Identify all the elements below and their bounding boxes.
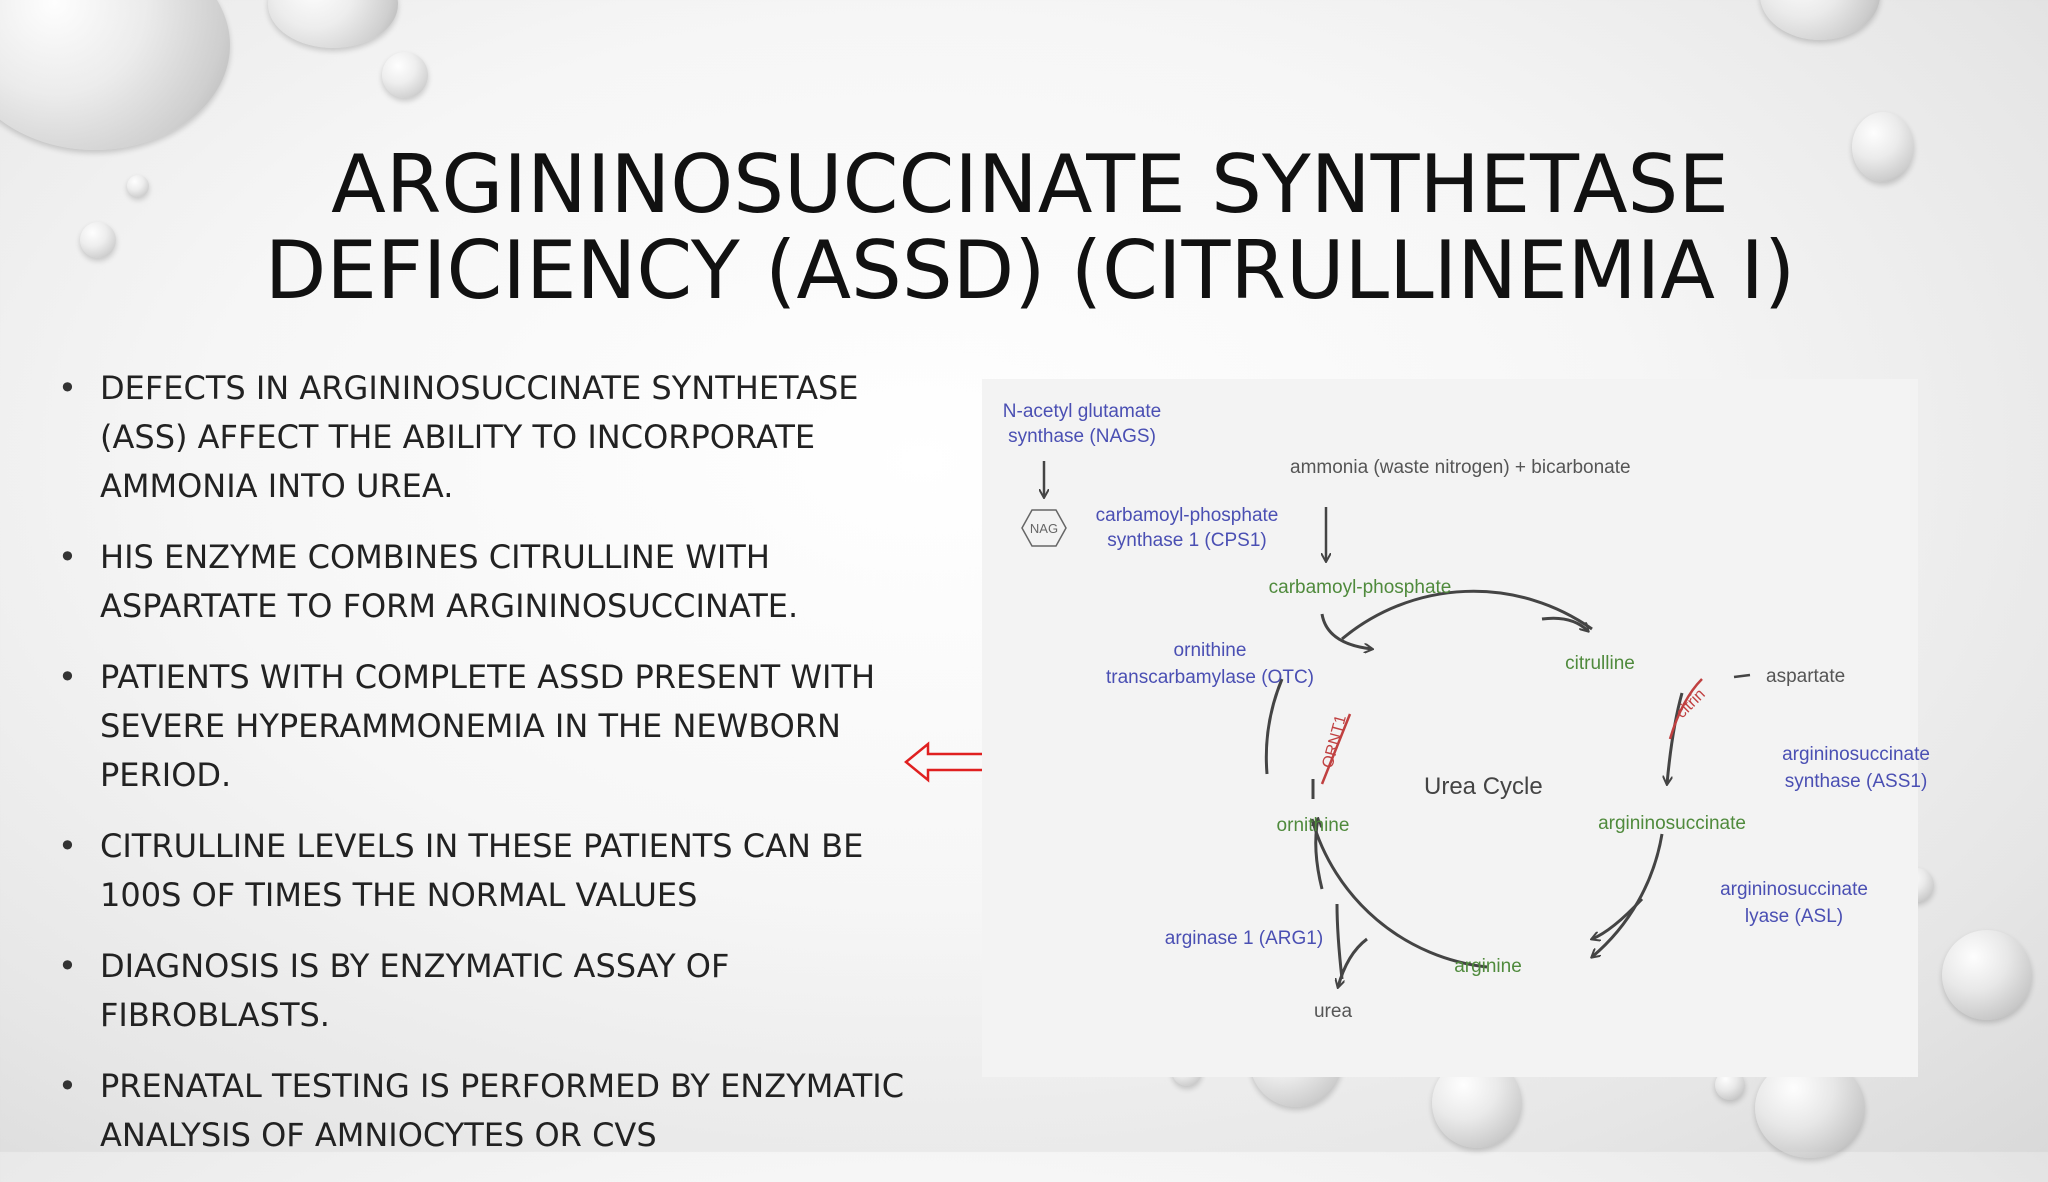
ornithine-label: ornithine (1277, 815, 1350, 836)
arginine-label: arginine (1454, 956, 1522, 977)
aspartate-arrow (1733, 673, 1751, 679)
aspartate-label: aspartate (1766, 666, 1845, 687)
title-line-2: DEFICIENCY (ASSD) (CITRULLINEMIA I) (264, 224, 1796, 317)
reaction-arrow (1541, 616, 1588, 631)
aspartate-arrow (1668, 678, 1703, 740)
bullet-item: HIS ENZYME COMBINES CITRULLINE WITH ASPA… (58, 533, 918, 631)
water-drop-decoration (1852, 112, 1914, 182)
ammonia-label: ammonia (waste nitrogen) + bicarbonate (1290, 457, 1631, 478)
otc-label-line2: transcarbamylase (OTC) (1106, 667, 1314, 688)
ass1-label-line1: argininosuccinate (1782, 744, 1930, 765)
water-drop-decoration (1942, 930, 2032, 1020)
nag-label: NAG (1030, 521, 1058, 536)
slide-title: ARGININOSUCCINATE SYNTHETASE DEFICIENCY … (230, 142, 1830, 314)
bullet-item: CITRULLINE LEVELS IN THESE PATIENTS CAN … (58, 822, 918, 920)
reaction-arrow (1592, 897, 1644, 939)
bullet-item: DIAGNOSIS IS BY ENZYMATIC ASSAY OF FIBRO… (58, 942, 918, 1040)
ornt1-arrow (1320, 713, 1352, 785)
bullet-list: DEFECTS IN ARGININOSUCCINATE SYNTHETASE … (58, 364, 918, 1182)
ass1-label-line2: synthase (ASS1) (1785, 771, 1928, 792)
cycle-arc (1310, 818, 1488, 969)
nags-label-line1: N-acetyl glutamate (1003, 401, 1161, 422)
nags-label-line2: synthase (NAGS) (1008, 426, 1156, 447)
arg1-label: arginase 1 (ARG1) (1165, 928, 1323, 949)
nag-hexagon (1021, 509, 1067, 547)
reaction-arrow (1320, 613, 1372, 649)
asl-label-line2: lyase (ASL) (1745, 906, 1843, 927)
reaction-arrow (1316, 819, 1324, 890)
water-drop-decoration (127, 175, 149, 197)
diagram-background (982, 379, 1918, 1077)
cps1-label-line2: synthase 1 (CPS1) (1107, 530, 1266, 551)
bullet-item: DEFECTS IN ARGININOSUCCINATE SYNTHETASE … (58, 364, 918, 511)
cycle-arc (1264, 678, 1284, 775)
urea-cycle-diagram: NAG N-acetyl glutamate synthase (NAGS) a… (982, 379, 1930, 1077)
water-drop-decoration (1760, 0, 1880, 40)
citrulline-label: citrulline (1565, 653, 1635, 674)
water-drop-decoration (268, 0, 398, 48)
title-line-1: ARGININOSUCCINATE SYNTHETASE (331, 138, 1729, 231)
urea-cycle-label: Urea Cycle (1424, 773, 1543, 800)
cycle-arc (1341, 589, 1593, 641)
bullet-item: PRENATAL TESTING IS PERFORMED BY ENZYMAT… (58, 1062, 918, 1160)
reaction-arrow (1335, 903, 1344, 980)
carbamoyl-phosphate-label: carbamoyl-phosphate (1269, 577, 1452, 598)
cps1-label-line1: carbamoyl-phosphate (1096, 505, 1279, 526)
argininosuccinate-label: argininosuccinate (1598, 813, 1746, 834)
water-drop-decoration (382, 52, 428, 98)
reaction-arrow (1667, 692, 1684, 784)
bullet-item: PATIENTS WITH COMPLETE ASSD PRESENT WITH… (58, 653, 918, 800)
water-drop-decoration (0, 0, 230, 150)
urea-label: urea (1314, 1001, 1352, 1022)
water-drop-decoration (80, 222, 116, 258)
asl-label-line1: argininosuccinate (1720, 879, 1868, 900)
otc-label-line1: ornithine (1174, 640, 1247, 661)
reaction-arrow (1338, 937, 1368, 987)
slide: ARGININOSUCCINATE SYNTHETASE DEFICIENCY … (0, 0, 2048, 1152)
